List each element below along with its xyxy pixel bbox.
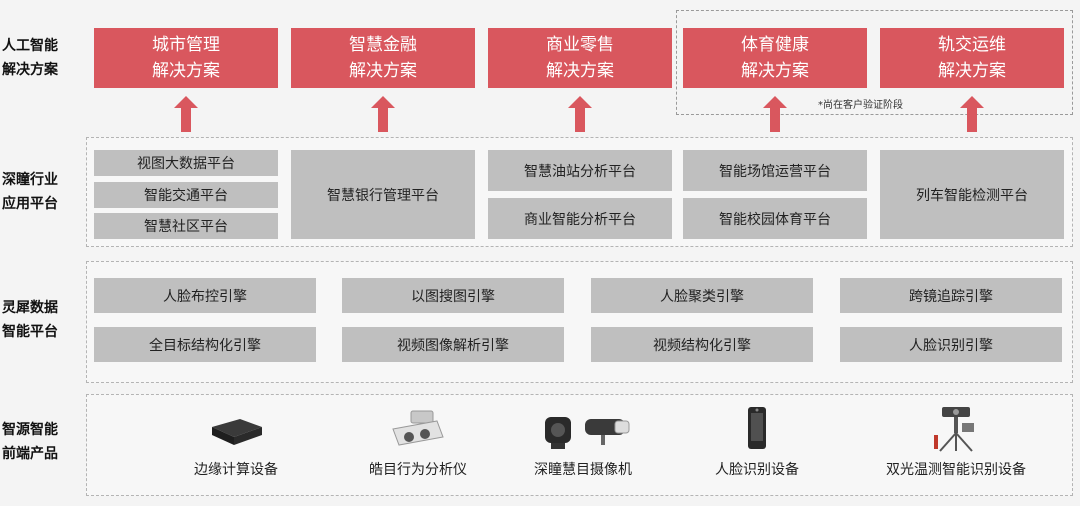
engine-cross-camera-tracking: 跨镜追踪引擎 xyxy=(840,278,1062,313)
row-label-data-platform: 灵犀数据智能平台 xyxy=(2,300,58,340)
edge-computing-box-icon xyxy=(212,419,262,445)
solution-smart-finance: 智慧金融解决方案 xyxy=(291,28,475,88)
up-arrow-icon xyxy=(174,96,198,132)
up-arrow-icon xyxy=(371,96,395,132)
row-label-industry-platform: 深瞳行业应用平台 xyxy=(2,172,58,212)
platform-smart-traffic: 智能交通平台 xyxy=(94,182,278,208)
device-behavior-analyzer: 皓目行为分析仪 xyxy=(338,405,498,479)
pilot-stage-frame xyxy=(676,10,1073,115)
platform-smart-community: 智慧社区平台 xyxy=(94,213,278,239)
solution-sports-health: 体育健康解决方案 xyxy=(683,28,867,88)
solution-retail: 商业零售解决方案 xyxy=(488,28,672,88)
engine-face-clustering: 人脸聚类引擎 xyxy=(591,278,813,313)
device-face-terminal: 人脸识别设备 xyxy=(677,405,837,479)
device-label: 皓目行为分析仪 xyxy=(369,462,467,478)
device-label: 深瞳慧目摄像机 xyxy=(534,462,632,478)
device-edge-computing: 边缘计算设备 xyxy=(156,405,316,479)
device-label: 边缘计算设备 xyxy=(194,462,278,478)
frontend-products-panel xyxy=(86,394,1073,496)
up-arrow-icon xyxy=(763,96,787,132)
row-label-frontend-products: 智源智能前端产品 xyxy=(2,422,58,462)
up-arrow-icon xyxy=(960,96,984,132)
platform-campus-sports: 智能校园体育平台 xyxy=(683,198,867,239)
engine-face-recognition: 人脸识别引擎 xyxy=(840,327,1062,362)
face-terminal-icon xyxy=(748,407,766,449)
platform-smart-bank: 智慧银行管理平台 xyxy=(291,150,475,239)
camera-icon xyxy=(545,417,630,449)
engine-face-surveillance: 人脸布控引擎 xyxy=(94,278,316,313)
engine-image-search: 以图搜图引擎 xyxy=(342,278,564,313)
platform-video-bigdata: 视图大数据平台 xyxy=(94,150,278,176)
row-label-ai-solutions: 人工智能解决方案 xyxy=(2,38,58,78)
engine-video-structuring: 视频结构化引擎 xyxy=(591,327,813,362)
engine-video-image-parsing: 视频图像解析引擎 xyxy=(342,327,564,362)
engine-full-target-structuring: 全目标结构化引擎 xyxy=(94,327,316,362)
device-label: 人脸识别设备 xyxy=(715,462,799,478)
device-camera: 深瞳慧目摄像机 xyxy=(503,405,663,479)
up-arrow-icon xyxy=(568,96,592,132)
solution-rail-maintenance: 轨交运维解决方案 xyxy=(880,28,1064,88)
pilot-note: *尚在客户验证阶段 xyxy=(818,100,903,111)
platform-business-intel: 商业智能分析平台 xyxy=(488,198,672,239)
device-thermal-tripod: 双光温测智能识别设备 xyxy=(856,405,1056,479)
thermal-tripod-icon xyxy=(934,407,974,452)
platform-gas-station: 智慧油站分析平台 xyxy=(488,150,672,191)
platform-train-inspection: 列车智能检测平台 xyxy=(880,150,1064,239)
device-label: 双光温测智能识别设备 xyxy=(886,462,1026,478)
solution-city-management: 城市管理解决方案 xyxy=(94,28,278,88)
platform-venue-ops: 智能场馆运营平台 xyxy=(683,150,867,191)
behavior-analyzer-icon xyxy=(392,410,444,446)
